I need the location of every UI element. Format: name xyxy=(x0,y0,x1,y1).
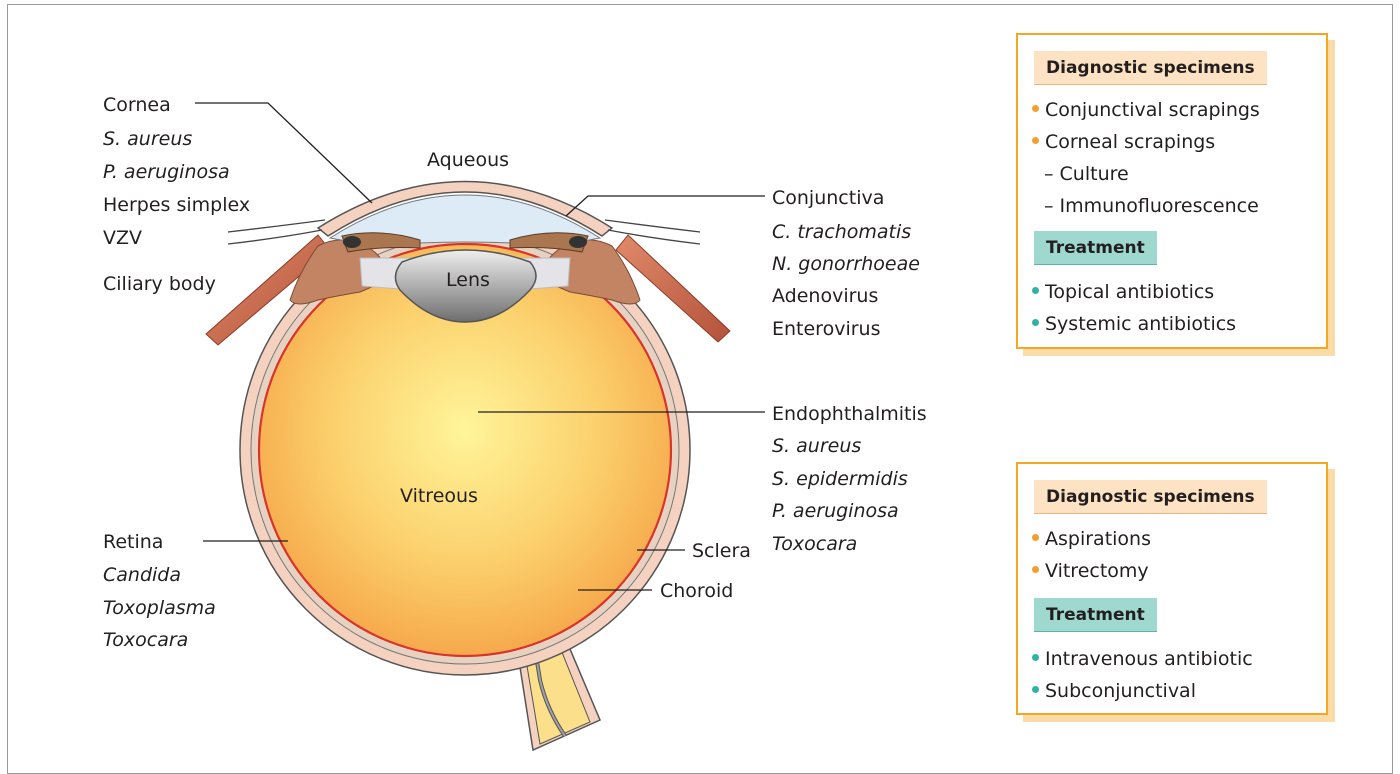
sclera-label: Sclera xyxy=(692,540,751,562)
bullet-icon xyxy=(1032,105,1039,112)
info-box-endophthalmitis: Diagnostic specimens Aspirations Vitrect… xyxy=(1016,462,1328,715)
endophthalmitis-organism: S. aureus xyxy=(772,435,861,457)
cornea-organism: P. aeruginosa xyxy=(103,161,230,183)
conjunctiva-label: Conjunctiva xyxy=(772,187,884,209)
retina-label: Retina xyxy=(103,531,163,553)
vitreous-label: Vitreous xyxy=(400,485,478,507)
list-item: Subconjunctival xyxy=(1032,680,1196,702)
retina-organism: Toxocara xyxy=(103,629,188,651)
diagnostic-header: Diagnostic specimens xyxy=(1034,51,1267,85)
bullet-icon xyxy=(1032,566,1039,573)
aqueous-label: Aqueous xyxy=(427,149,509,171)
eyelid-right xyxy=(605,220,700,232)
lens-label: Lens xyxy=(446,269,490,291)
retina-organism: Toxoplasma xyxy=(103,597,216,619)
bullet-icon xyxy=(1032,287,1039,294)
bullet-icon xyxy=(1032,534,1039,541)
list-item: Systemic antibiotics xyxy=(1032,313,1236,335)
conjunctiva-organism: N. gonorrhoeae xyxy=(772,253,920,275)
bullet-icon xyxy=(1032,137,1039,144)
retina-organism: Candida xyxy=(103,564,181,586)
endophthalmitis-organism: S. epidermidis xyxy=(772,468,908,490)
info-box-conjunctiva-cornea: Diagnostic specimens Conjunctival scrapi… xyxy=(1016,33,1328,349)
cornea-organism: Herpes simplex xyxy=(103,194,250,216)
eyelid-left xyxy=(228,220,325,232)
treatment-header: Treatment xyxy=(1034,231,1157,265)
list-item: Aspirations xyxy=(1032,528,1151,550)
conjunctiva-leader xyxy=(566,196,765,216)
endophthalmitis-organism: Toxocara xyxy=(772,533,857,555)
sub-list-item: – Immunofluorescence xyxy=(1044,195,1259,217)
endophthalmitis-label: Endophthalmitis xyxy=(772,403,927,425)
ciliary-body-label: Ciliary body xyxy=(103,273,216,295)
diagnostic-header: Diagnostic specimens xyxy=(1034,480,1267,514)
list-item: Corneal scrapings xyxy=(1032,131,1215,153)
list-item: Topical antibiotics xyxy=(1032,281,1214,303)
bullet-icon xyxy=(1032,654,1039,661)
cornea-organism: S. aureus xyxy=(103,128,192,150)
cornea-leader xyxy=(195,103,372,203)
cornea-organism: VZV xyxy=(103,227,142,249)
sub-list-item: – Culture xyxy=(1044,163,1129,185)
list-item: Intravenous antibiotic xyxy=(1032,648,1253,670)
list-item: Vitrectomy xyxy=(1032,560,1149,582)
choroid-label: Choroid xyxy=(660,580,733,602)
endophthalmitis-organism: P. aeruginosa xyxy=(772,500,899,522)
list-item: Conjunctival scrapings xyxy=(1032,99,1260,121)
cornea-label: Cornea xyxy=(103,94,171,116)
conjunctiva-organism: C. trachomatis xyxy=(772,221,911,243)
conjunctiva-organism: Enterovirus xyxy=(772,318,880,340)
bullet-icon xyxy=(1032,686,1039,693)
conjunctiva-organism: Adenovirus xyxy=(772,285,878,307)
treatment-header: Treatment xyxy=(1034,598,1157,632)
bullet-icon xyxy=(1032,319,1039,326)
